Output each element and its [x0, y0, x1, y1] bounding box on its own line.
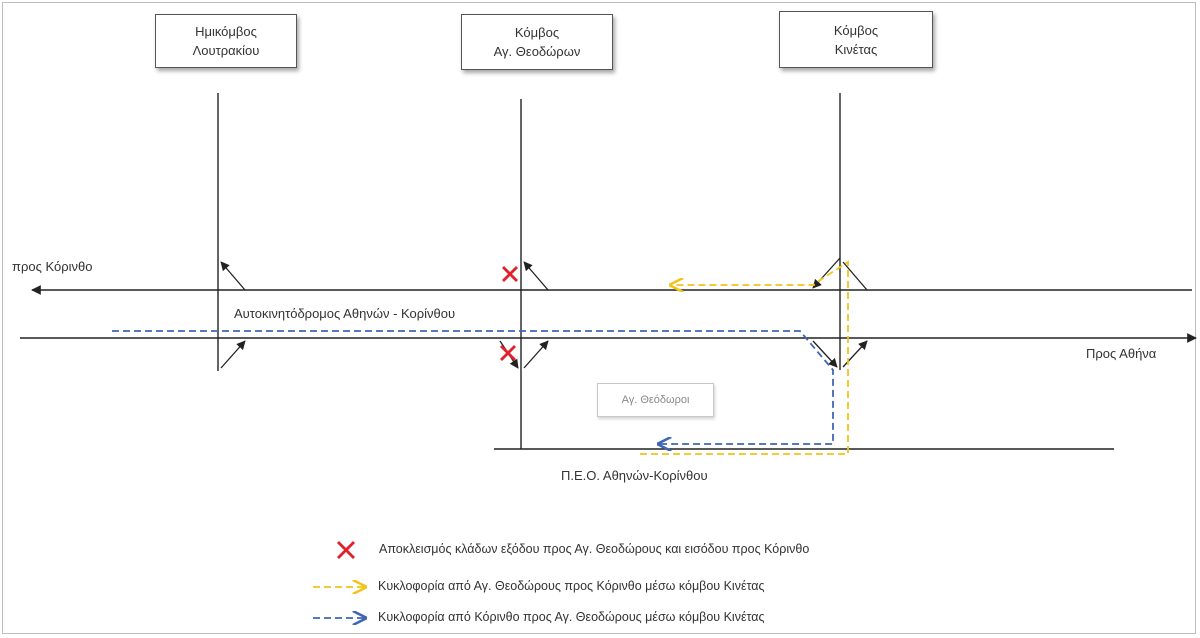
ag-theodoroi-label: Αγ. Θεόδωροι [621, 394, 690, 406]
closure-cross-entrance [500, 345, 516, 361]
node-kinetas-label: Κόμβος Κινέτας [833, 22, 879, 57]
label-to-korinthos: προς Κόρινθο [12, 259, 93, 274]
closure-cross-exit [502, 266, 518, 282]
kinetas-ramps [812, 257, 868, 368]
label-motorway: Αυτοκινητόδρομος Αθηνών - Κορίνθου [234, 306, 456, 321]
node-ag-theodoron: Κόμβος Αγ. Θεοδώρων [461, 14, 613, 70]
loutraki-ramps [220, 261, 246, 369]
legend-yellow-text: Κυκλοφορία από Αγ. Θεοδώρους προς Κόρινθ… [378, 579, 765, 593]
node-loutraki: Ημικόμβος Λουτρακίου [155, 14, 297, 68]
label-to-athens: Προς Αθήνα [1086, 346, 1157, 361]
node-ag-theodoron-label: Κόμβος Αγ. Θεοδώρων [493, 25, 581, 59]
legend-blue-text: Κυκλοφορία από Κόρινθο προς Αγ. Θεοδώρου… [378, 610, 765, 624]
legend-cross-icon [337, 541, 355, 559]
blue-detour-path [112, 330, 834, 444]
ag-theodoroi-box: Αγ. Θεόδωροι [597, 383, 714, 417]
node-kinetas: Κόμβος Κινέτας [779, 11, 933, 68]
label-old-road: Π.Ε.Ο. Αθηνών-Κορίνθου [561, 468, 708, 483]
legend-closure-text: Αποκλεισμός κλάδων εξόδου προς Αγ. Θεοδώ… [379, 542, 810, 556]
node-loutraki-label: Ημικόμβος Λουτρακίου [192, 24, 260, 58]
yellow-detour-path [640, 260, 849, 455]
